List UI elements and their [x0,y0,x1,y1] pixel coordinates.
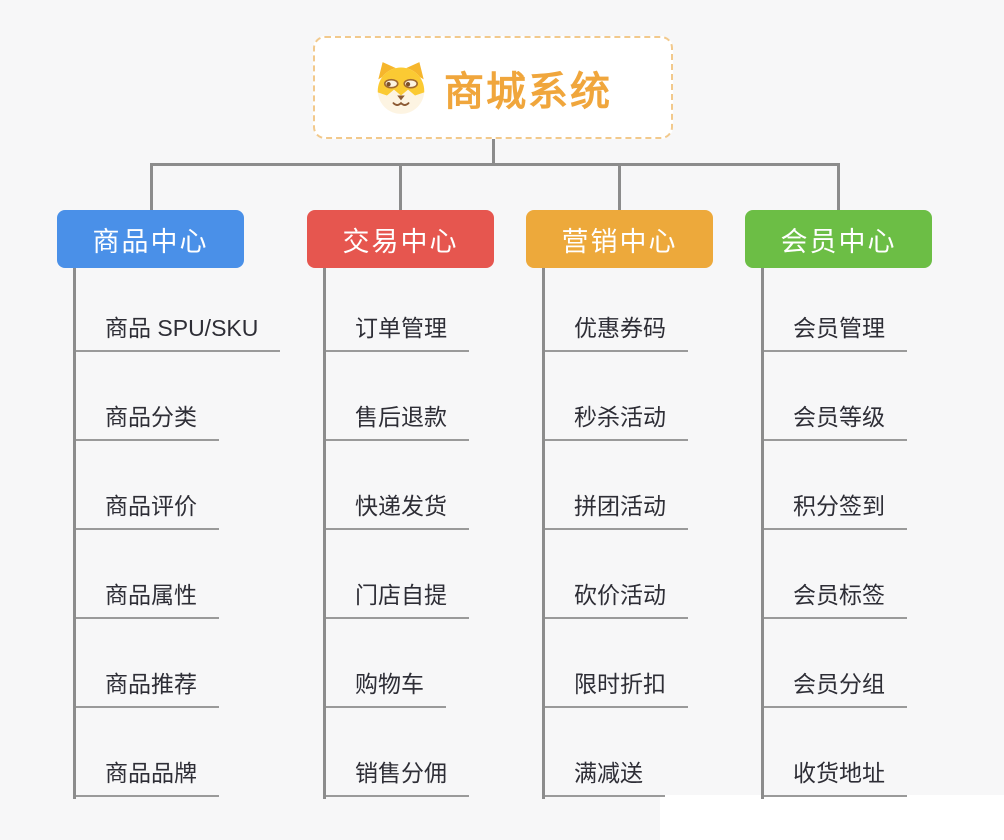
branch-children-trade-center: 订单管理 售后退款 快递发货 门店自提 购物车 销售分佣 [323,263,469,799]
branch-label: 会员中心 [780,226,897,257]
root-connector-line [492,137,495,165]
leaf-node[interactable]: 限时折扣 [542,665,688,708]
branch-children-member-center: 会员管理 会员等级 积分签到 会员标签 会员分组 收货地址 [761,263,907,799]
leaf-node[interactable]: 砍价活动 [542,576,688,619]
branch-label: 商品中心 [92,226,209,257]
branch-label: 交易中心 [342,226,459,257]
leaf-node[interactable]: 商品评价 [73,487,219,530]
branch-node-product-center[interactable]: 商品中心 [57,210,244,268]
leaf-node[interactable]: 秒杀活动 [542,398,688,441]
leaf-node[interactable]: 会员分组 [761,665,907,708]
leaf-node[interactable]: 积分签到 [761,487,907,530]
column-trunk-line [542,268,545,799]
branch-drop-line [837,163,840,210]
leaf-node[interactable]: 快递发货 [323,487,469,530]
leaf-node[interactable]: 商品推荐 [73,665,219,708]
branch-drop-line [150,163,153,210]
dog-face-icon [377,61,425,114]
leaf-node[interactable]: 会员标签 [761,576,907,619]
branch-children-product-center: 商品 SPU/SKU 商品分类 商品评价 商品属性 商品推荐 商品品牌 [73,263,281,799]
branch-node-trade-center[interactable]: 交易中心 [307,210,494,268]
leaf-node[interactable]: 会员管理 [761,309,907,352]
leaf-node[interactable]: 商品品牌 [73,754,219,797]
branch-node-marketing-center[interactable]: 营销中心 [526,210,713,268]
branch-label: 营销中心 [561,226,678,257]
leaf-node[interactable]: 满减送 [542,754,665,797]
root-node[interactable]: 商城系统 [313,36,673,139]
column-trunk-line [761,268,764,799]
leaf-node[interactable]: 订单管理 [323,309,469,352]
root-title: 商城系统 [444,69,612,114]
leaf-node[interactable]: 收货地址 [761,754,907,797]
branch-drop-line [399,163,402,210]
leaf-node[interactable]: 会员等级 [761,398,907,441]
canvas-edge [660,795,1004,840]
leaf-node[interactable]: 商品分类 [73,398,219,441]
leaf-node[interactable]: 商品属性 [73,576,219,619]
leaf-node[interactable]: 优惠券码 [542,309,688,352]
branch-node-member-center[interactable]: 会员中心 [745,210,932,268]
column-trunk-line [73,268,76,799]
leaf-node[interactable]: 拼团活动 [542,487,688,530]
leaf-node[interactable]: 购物车 [323,665,446,708]
leaf-node[interactable]: 售后退款 [323,398,469,441]
branch-children-marketing-center: 优惠券码 秒杀活动 拼团活动 砍价活动 限时折扣 满减送 [542,263,688,799]
leaf-node[interactable]: 门店自提 [323,576,469,619]
branch-drop-line [618,163,621,210]
branch-bus-line [150,163,840,166]
leaf-node[interactable]: 商品 SPU/SKU [73,309,281,352]
column-trunk-line [323,268,326,799]
leaf-node[interactable]: 销售分佣 [323,754,469,797]
